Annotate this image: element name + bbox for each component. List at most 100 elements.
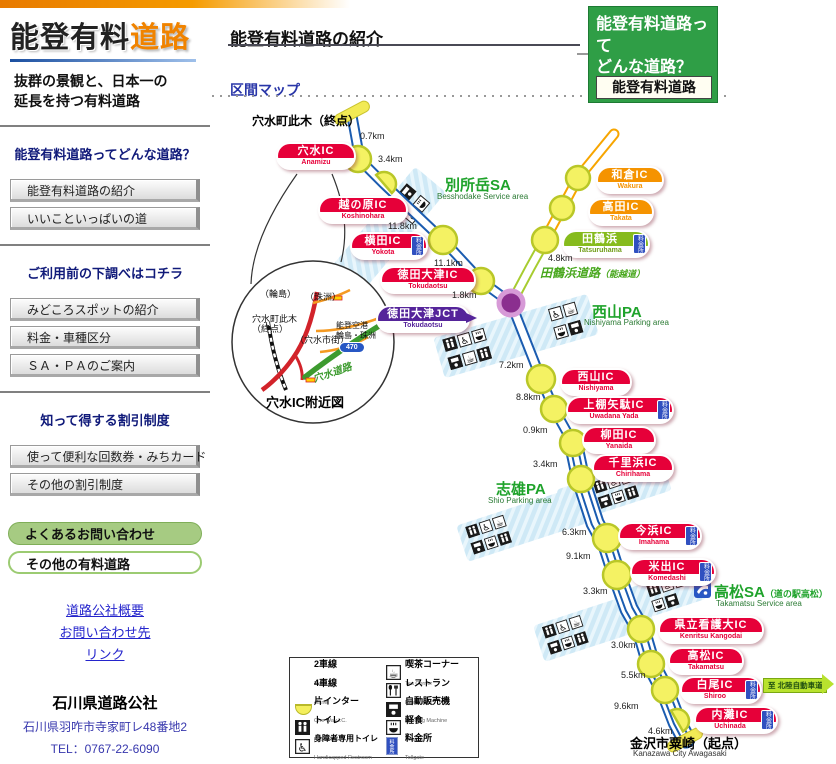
distance-label: 3.4km: [378, 154, 403, 164]
branch-road-orange: [543, 128, 620, 238]
route-470-shield: 470: [339, 342, 365, 353]
toll-badge: 料金所: [657, 400, 670, 420]
shio-facility-strip-left: [457, 487, 589, 561]
sidebar-divider: [0, 125, 210, 128]
inset-national-road: [260, 291, 320, 392]
pa-label-nishiyama-en: Nishiyama Parking area: [584, 318, 669, 327]
nav-button-tickets[interactable]: 使って便利な回数券・みちカード: [10, 445, 206, 469]
organization-tel: TEL：0767-22-6090: [50, 742, 160, 757]
other-toll-roads-button[interactable]: その他の有料道路: [8, 551, 202, 575]
faq-button[interactable]: よくあるお問い合わせ: [8, 522, 202, 546]
nav-button-introduction[interactable]: 能登有料道路の紹介: [10, 179, 200, 203]
title-underline: [228, 44, 580, 46]
link-links[interactable]: リンク: [85, 647, 125, 663]
info-box-connector: [577, 53, 588, 55]
distance-label: 3.4km: [533, 459, 558, 469]
nav-button-sapa[interactable]: ＳＡ・ＰＡのご案内: [10, 354, 200, 378]
nav-button-good-road[interactable]: いいこといっぱいの道: [10, 207, 200, 231]
distance-label: 9.1km: [566, 551, 591, 561]
restaurant-icon: [386, 683, 405, 699]
distance-label: 4.6km: [648, 726, 673, 736]
inset-label-konogi-2: （終点）: [252, 324, 289, 334]
toll-badge: 料金所: [411, 236, 424, 256]
coffee-icon: [386, 665, 405, 680]
distance-label: 5.5km: [621, 670, 646, 680]
sidebar-links: 道路公社概要 お問い合わせ先 リンク: [0, 600, 210, 666]
what-road-banner-label[interactable]: 能登有料道路: [596, 76, 712, 99]
sidebar: 能登有料道路 抜群の景観と、日本一の 延長を持つ有料道路 能登有料道路ってどんな…: [0, 8, 210, 757]
sa-label-besshodake: 別所岳SA: [445, 177, 511, 194]
distance-label: 6.3km: [562, 527, 587, 537]
nav-heading-about: 能登有料道路ってどんな道路？: [14, 147, 196, 163]
pa-label-shio-en: Shio Parking area: [488, 496, 552, 505]
organization-address: 石川県羽咋市寺家町レ48番地2: [22, 720, 188, 735]
distance-label: 11.8km: [388, 221, 417, 231]
south-terminus-label: 金沢市粟崎（起点）: [630, 736, 748, 751]
toll-badge: 料金所: [699, 562, 712, 582]
inset-label-wajima: （輪島）: [260, 289, 297, 299]
distance-label: 0.7km: [360, 131, 385, 141]
half-interchange-icon: [295, 703, 314, 715]
hokuriku-expressway-arrow-tip: [822, 674, 834, 694]
logo-underline: [10, 59, 196, 62]
link-contact[interactable]: お問い合わせ先: [59, 625, 151, 641]
inset-signal-marker: [332, 295, 343, 301]
sa-label-besshodake-en: Besshodake Service area: [437, 192, 529, 201]
nav-button-other-discounts[interactable]: その他の割引制度: [10, 473, 200, 497]
inset-label-airport: 能登空港: [336, 321, 368, 330]
toll-badge: 料金所: [685, 526, 698, 546]
pa-label-shio: 志雄PA: [496, 481, 546, 498]
distance-label: 1.8km: [452, 290, 477, 300]
site-logo[interactable]: 能登有料道路: [10, 14, 210, 56]
nav-button-fees[interactable]: 料金・車種区分: [10, 326, 200, 350]
toll-badge: 料金所: [745, 680, 758, 700]
inset-label-airport-2: 輪島・珠洲: [336, 331, 376, 340]
organization-info: 石川県道路公社 石川県羽咋市寺家町レ48番地2 TEL：0767-22-6090: [0, 692, 210, 757]
sa-label-takamatsu-en: Takamatsu Service area: [716, 599, 802, 608]
logo-text-orange: 道路: [130, 22, 191, 54]
inset-title: 穴水IC附近図: [266, 395, 345, 410]
tollgate-icon: 料金所: [386, 737, 405, 756]
nav-button-spots[interactable]: みどころスポットの紹介: [10, 298, 200, 322]
sa-label-takamatsu: 高松SA（道の駅高松）: [714, 584, 828, 601]
nishiyama-facility-strip: [434, 294, 598, 378]
toll-badge: 料金所: [761, 710, 774, 730]
tokudaotsu-junction-circle: [496, 288, 526, 318]
tatsuruhama-road-label: 田鶴浜道路（能越道）: [540, 266, 646, 280]
link-corporation-overview[interactable]: 道路公社概要: [65, 603, 144, 619]
jct-pointer: [466, 313, 477, 323]
restroom-icon: [295, 720, 314, 735]
vending-machine-icon: [386, 702, 405, 717]
inset-road-to-suzu: [312, 288, 351, 305]
distance-label: 9.6km: [614, 701, 639, 711]
wheelchair-icon: [295, 739, 314, 754]
distance-label: 3.0km: [611, 640, 636, 650]
toll-badge: 料金所: [633, 234, 646, 254]
distance-label: 8.8km: [516, 392, 541, 402]
distance-label: 0.9km: [523, 425, 548, 435]
pa-label-nishiyama: 西山PA: [592, 304, 642, 321]
top-gradient-strip: [0, 0, 350, 8]
inset-label-suzu: （珠洲）: [305, 292, 342, 302]
north-terminus-label: 穴水町此木（終点）: [252, 114, 361, 128]
sidebar-divider: [0, 391, 210, 394]
